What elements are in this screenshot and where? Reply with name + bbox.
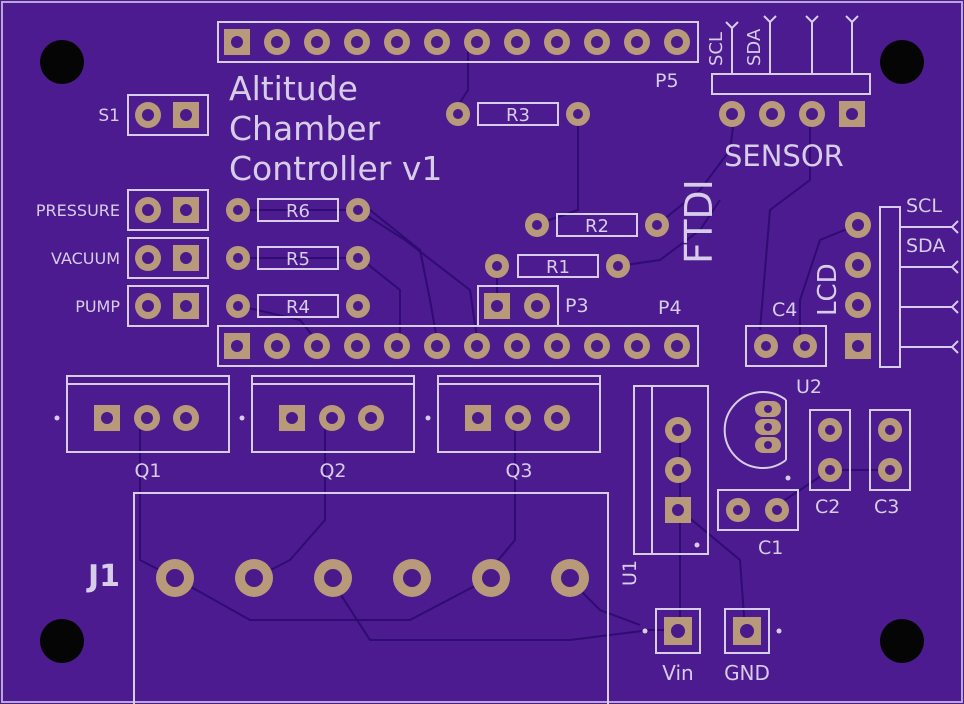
header-p4 — [217, 325, 699, 367]
resistor-r6 — [226, 198, 370, 222]
label-c3: C3 — [874, 496, 899, 518]
label-c4: C4 — [772, 299, 797, 321]
resistor-r1 — [485, 254, 630, 278]
p4-pin-pad-hole — [471, 340, 483, 352]
p5-pin-pad-hole — [351, 36, 363, 48]
label-sda-top: SDA — [744, 28, 765, 66]
connector-p3 — [477, 285, 559, 327]
label-r5: R5 — [286, 249, 310, 270]
label-sda-right: SDA — [906, 235, 945, 257]
p4-pin-pad-hole — [391, 340, 403, 352]
label-pump: PUMP — [75, 297, 120, 316]
label-scl-right: SCL — [906, 195, 942, 217]
label-sensor: SENSOR — [724, 139, 844, 173]
label-ftdi: FTDI — [677, 179, 721, 264]
p4-pin-pad-hole — [631, 340, 643, 352]
header-p5 — [217, 21, 699, 63]
label-r2: R2 — [585, 216, 609, 237]
p4-pin-pad-hole — [431, 340, 443, 352]
j1-terminal-pad-hole — [561, 569, 579, 587]
label-vacuum: VACUUM — [51, 249, 120, 268]
p4-pin-pad-hole — [591, 340, 603, 352]
label-pressure: PRESSURE — [36, 201, 120, 220]
label-q1: Q1 — [134, 460, 161, 482]
title-line-3: Controller v1 — [229, 149, 442, 188]
label-p5: P5 — [655, 70, 679, 92]
p5-pin-pad-hole — [391, 36, 403, 48]
p4-pin-pad-hole — [551, 340, 563, 352]
label-p3: P3 — [565, 295, 589, 317]
mount-hole-top-left — [40, 40, 84, 84]
label-s1: S1 — [98, 106, 120, 126]
p5-pin-pad-hole — [631, 36, 643, 48]
j1-terminal-pad-hole — [166, 569, 184, 587]
mount-hole-bottom-left — [40, 619, 84, 663]
p5-pin-pad-hole — [311, 36, 323, 48]
p4-pin-pad-hole — [351, 340, 363, 352]
title-line-1: Altitude — [229, 69, 358, 108]
connector-pressure — [127, 189, 209, 231]
p5-pin-pad-hole — [271, 36, 283, 48]
p5-pin-pad-hole — [591, 36, 603, 48]
label-j1: J1 — [86, 559, 120, 594]
resistor-r4 — [226, 294, 370, 318]
label-u1: U1 — [619, 560, 641, 586]
transistor-q3 — [425, 375, 601, 453]
j1-terminal-pad-hole — [482, 569, 500, 587]
sensor-u2 — [723, 391, 791, 481]
j1-terminal-pad-hole — [403, 569, 421, 587]
transistor-q1 — [54, 375, 230, 453]
resistor-r3 — [446, 102, 590, 126]
mount-hole-top-right — [880, 40, 924, 84]
p4-pin-pad-hole — [311, 340, 323, 352]
label-u2: U2 — [796, 376, 822, 398]
terminal-gnd — [724, 608, 782, 654]
title-line-2: Chamber — [229, 109, 381, 148]
p5-pin-pad-hole — [431, 36, 443, 48]
label-r4: R4 — [286, 297, 310, 318]
connector-vacuum — [127, 237, 209, 279]
transistor-q2 — [239, 375, 415, 453]
label-scl-top: SCL — [706, 32, 727, 66]
resistor-r2 — [525, 213, 669, 237]
mount-hole-bottom-right — [880, 619, 924, 663]
p4-pin-pad-hole — [271, 340, 283, 352]
j1-terminal-pad-hole — [245, 569, 263, 587]
header-lcd — [845, 206, 959, 368]
label-r3: R3 — [506, 105, 530, 126]
capacitor-c3 — [869, 409, 911, 491]
label-p4: P4 — [658, 297, 682, 319]
j1-terminal-pad-hole — [324, 569, 342, 587]
label-c1: C1 — [758, 537, 783, 559]
label-r1: R1 — [546, 257, 570, 278]
p5-pin-pad-hole — [671, 36, 683, 48]
resistor-r5 — [226, 246, 370, 270]
connector-s1 — [127, 94, 209, 136]
connector-j1 — [133, 492, 609, 704]
mounting-holes — [40, 40, 924, 663]
capacitor-c4 — [745, 325, 827, 367]
p5-pin-pad-hole — [551, 36, 563, 48]
label-q2: Q2 — [319, 460, 346, 482]
p5-pin-pad-hole — [471, 36, 483, 48]
regulator-u1 — [633, 385, 709, 555]
label-c2: C2 — [815, 496, 840, 518]
header-sensor — [711, 15, 871, 127]
connector-pump — [127, 285, 209, 327]
terminal-vin — [642, 608, 701, 654]
p4-pin-pad-hole — [671, 340, 683, 352]
label-r6: R6 — [286, 201, 310, 222]
capacitor-c1 — [717, 489, 799, 531]
p4-pin-pad-hole — [511, 340, 523, 352]
capacitor-c2 — [809, 409, 851, 491]
label-gnd: GND — [724, 661, 770, 685]
p5-pin-pad-hole — [511, 36, 523, 48]
label-lcd: LCD — [813, 263, 843, 316]
silkscreen-labels: Altitude Chamber Controller v1 S1 PRESSU… — [36, 28, 945, 685]
label-vin: Vin — [662, 661, 693, 685]
label-q3: Q3 — [505, 460, 532, 482]
